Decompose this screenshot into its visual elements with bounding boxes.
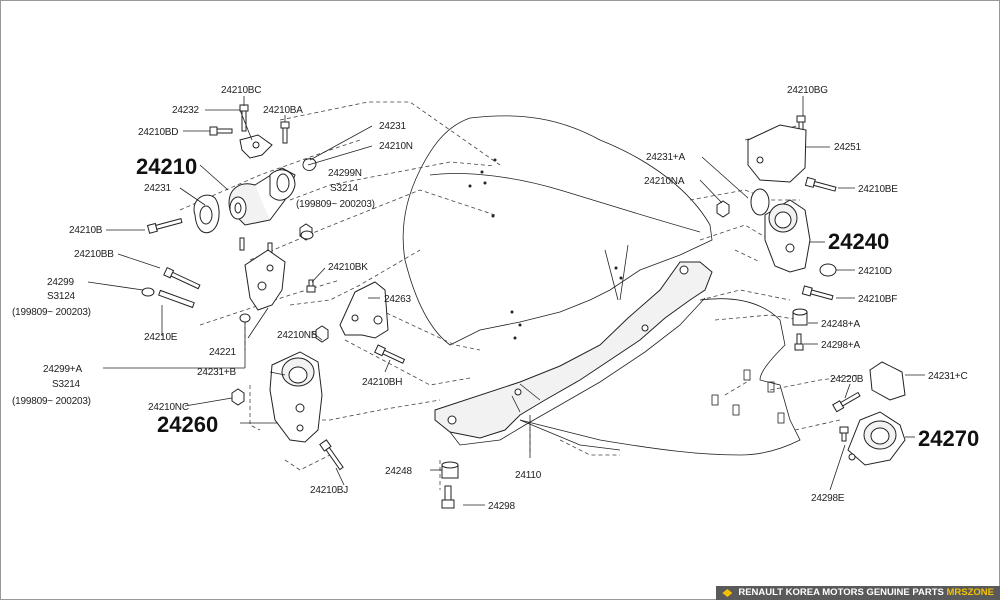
label-24299: 24299 (47, 277, 74, 288)
assembly-label-24270: 24270 (918, 426, 979, 451)
footer-text: RENAULT KOREA MOTORS GENUINE PARTS (738, 587, 947, 598)
bracket-24221 (244, 249, 286, 311)
label-24298A: 24298+A (821, 340, 860, 351)
label-24231B: 24231+B (197, 367, 236, 378)
label-24210BJ: 24210BJ (310, 485, 348, 496)
label-S3214-b: S3214 (52, 379, 81, 390)
label-24210B: 24210B (69, 225, 103, 236)
label-24210NB: 24210NB (277, 330, 318, 341)
label-S3214-a: S3214 (330, 183, 359, 194)
label-24298E: 24298E (811, 493, 845, 504)
label-24231A: 24231+A (646, 152, 685, 163)
label-24210D: 24210D (858, 266, 892, 277)
bushings (441, 308, 808, 479)
mount-24240 (747, 124, 811, 273)
label-range-2: (199809~ 200203) (12, 307, 91, 318)
footer-brand: MRSZONE (946, 587, 995, 598)
label-24232: 24232 (172, 105, 199, 116)
label-24210BD: 24210BD (138, 127, 178, 138)
label-24231-top: 24231 (379, 121, 406, 132)
label-S3124: S3124 (47, 291, 76, 302)
engine-housing (402, 115, 801, 456)
leader-lines (87, 96, 925, 506)
label-24210BG: 24210BG (787, 85, 828, 96)
subframe-crossmember (434, 261, 713, 446)
brand-logo-icon (722, 589, 733, 597)
label-24251: 24251 (834, 142, 861, 153)
label-24210BH: 24210BH (362, 377, 402, 388)
engine-mount-24210 (193, 158, 317, 234)
label-range-1: (199809~ 200203) (296, 199, 375, 210)
label-24210BA: 24210BA (263, 105, 303, 116)
label-24231C: 24231+C (928, 371, 967, 382)
label-24210E: 24210E (144, 332, 178, 343)
label-24299A: 24299+A (43, 364, 82, 375)
mount-24260 (269, 351, 323, 443)
part-labels: 24210BC 24232 24210BA 24210BD 24231 2421… (12, 85, 968, 512)
bracket-24263 (339, 281, 389, 339)
label-24210BF: 24210BF (858, 294, 897, 305)
mount-24270 (847, 361, 906, 466)
label-24220B: 24220B (830, 374, 864, 385)
label-24210BC: 24210BC (221, 85, 261, 96)
nuts (141, 200, 837, 406)
assembly-labels: 24210 24260 24240 24270 (136, 154, 979, 451)
label-24210BB: 24210BB (74, 249, 114, 260)
label-24248A: 24248+A (821, 319, 860, 330)
assembly-label-24210: 24210 (136, 154, 197, 179)
label-24263: 24263 (384, 294, 411, 305)
footer-watermark: RENAULT KOREA MOTORS GENUINE PARTS MRSZO… (716, 586, 1000, 600)
label-24299N: 24299N (328, 168, 362, 179)
assembly-label-24260: 24260 (157, 412, 218, 437)
bolts (146, 104, 861, 509)
assembly-label-24240: 24240 (828, 229, 889, 254)
label-24110: 24110 (515, 470, 542, 481)
label-24210BE: 24210BE (858, 184, 898, 195)
label-24221: 24221 (209, 347, 236, 358)
label-24298: 24298 (488, 501, 515, 512)
label-24248: 24248 (385, 466, 412, 477)
label-24210NA: 24210NA (644, 176, 685, 187)
label-24210BK: 24210BK (328, 262, 368, 273)
label-range-3: (199809~ 200203) (12, 396, 91, 407)
label-24210NC: 24210NC (148, 402, 189, 413)
label-24210N: 24210N (379, 141, 413, 152)
bracket-24232 (239, 134, 273, 159)
label-24231-left: 24231 (144, 183, 171, 194)
